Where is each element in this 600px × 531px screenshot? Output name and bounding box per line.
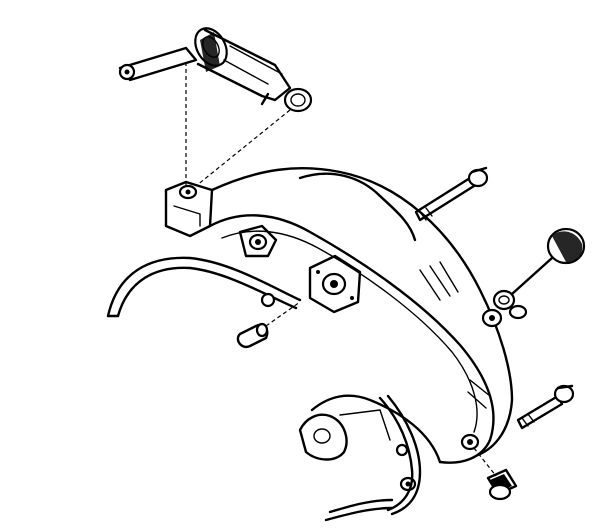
drain-plug bbox=[486, 468, 518, 501]
breather-plug bbox=[492, 227, 586, 320]
assembly-line bbox=[195, 109, 291, 187]
lever-seal-ring bbox=[283, 87, 313, 113]
clutch-bell-housing bbox=[164, 167, 514, 492]
mounting-bolt bbox=[414, 166, 489, 222]
housing-gasket bbox=[106, 256, 422, 522]
mounting-bolt bbox=[516, 384, 575, 430]
release-fork-lever bbox=[118, 27, 292, 106]
assembly-line bbox=[473, 447, 497, 477]
dowel-pin bbox=[236, 322, 269, 349]
